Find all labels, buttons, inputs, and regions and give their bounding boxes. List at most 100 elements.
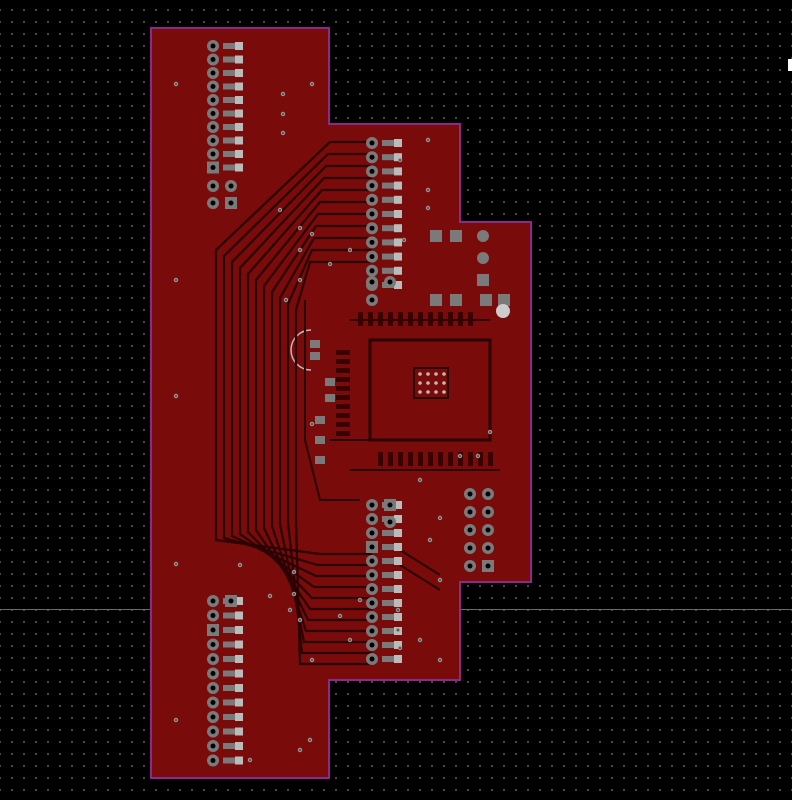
resistor-pad[interactable] (382, 600, 400, 606)
smd-pad[interactable] (310, 340, 320, 348)
resistor-pad[interactable] (382, 154, 400, 161)
smd-pad[interactable] (235, 669, 243, 678)
ic-pin[interactable] (336, 431, 350, 436)
resistor-pad[interactable] (382, 140, 400, 146)
smd-pad[interactable] (235, 655, 243, 663)
ic-pin[interactable] (336, 386, 350, 391)
ic-pin[interactable] (448, 312, 453, 326)
smd-pad[interactable] (450, 230, 462, 242)
ic-pin[interactable] (438, 312, 443, 326)
ic-pin[interactable] (408, 452, 413, 466)
smd-pad[interactable] (498, 294, 510, 306)
ic-thermal-pad[interactable] (413, 367, 449, 399)
smd-pad[interactable] (394, 153, 402, 162)
resistor-pad[interactable] (382, 211, 400, 217)
smd-pad[interactable] (480, 294, 492, 306)
ic-pin[interactable] (336, 395, 350, 400)
smd-pad[interactable] (235, 163, 243, 172)
signal-trace[interactable] (230, 164, 372, 578)
resistor-pad[interactable] (382, 614, 400, 620)
resistor-pad[interactable] (382, 586, 400, 592)
smd-pad[interactable] (394, 613, 402, 621)
resistor-pad[interactable] (223, 728, 241, 735)
resistor-pad[interactable] (223, 699, 241, 706)
resistor-pad[interactable] (223, 743, 241, 749)
ic-pin[interactable] (358, 312, 363, 326)
ic-pin[interactable] (468, 452, 473, 466)
smd-pad[interactable] (394, 266, 402, 275)
ic-pin[interactable] (438, 452, 443, 466)
signal-trace[interactable] (270, 224, 372, 633)
resistor-pad[interactable] (223, 43, 241, 49)
signal-trace[interactable] (254, 200, 372, 611)
smd-pad[interactable] (450, 294, 462, 306)
signal-trace[interactable] (238, 176, 372, 589)
smd-pad[interactable] (394, 501, 402, 509)
smd-pad[interactable] (394, 585, 402, 593)
smd-pad[interactable] (325, 378, 335, 386)
smd-pad[interactable] (394, 281, 402, 289)
resistor-pad[interactable] (382, 642, 400, 648)
smd-pad[interactable] (235, 109, 243, 118)
smd-pad[interactable] (235, 727, 243, 736)
smd-pad[interactable] (235, 756, 243, 765)
resistor-pad[interactable] (382, 182, 400, 189)
header-pin[interactable] (477, 252, 489, 264)
resistor-pad[interactable] (223, 137, 241, 144)
resistor-pad[interactable] (382, 225, 400, 232)
resistor-pad[interactable] (223, 641, 241, 648)
ic-pin[interactable] (336, 413, 350, 418)
ic-pin[interactable] (458, 312, 463, 326)
smd-pad[interactable] (235, 55, 243, 64)
smd-pad[interactable] (315, 436, 325, 444)
smd-pad[interactable] (235, 42, 243, 50)
resistor-pad[interactable] (223, 56, 241, 63)
ic-pin[interactable] (448, 452, 453, 466)
smd-pad[interactable] (394, 641, 402, 649)
ic-pin[interactable] (468, 312, 473, 326)
smd-pad[interactable] (394, 529, 402, 537)
smd-pad[interactable] (235, 69, 243, 77)
ic-pin[interactable] (398, 452, 403, 466)
signal-trace[interactable] (214, 140, 372, 556)
smd-pad[interactable] (235, 597, 243, 605)
smd-pad[interactable] (315, 456, 325, 464)
ic-pin[interactable] (336, 404, 350, 409)
ic-pin[interactable] (378, 312, 383, 326)
smd-pad[interactable] (235, 742, 243, 750)
resistor-pad[interactable] (223, 714, 241, 720)
resistor-pad[interactable] (382, 572, 400, 578)
smd-pad[interactable] (235, 611, 243, 620)
smd-pad[interactable] (325, 394, 335, 402)
resistor-pad[interactable] (382, 196, 400, 203)
smd-pad[interactable] (235, 626, 243, 634)
ic-pin[interactable] (388, 312, 393, 326)
ic-pin[interactable] (378, 452, 383, 466)
ic-pin[interactable] (418, 312, 423, 326)
smd-pad[interactable] (235, 82, 243, 91)
smd-pad[interactable] (235, 698, 243, 707)
ic-pin[interactable] (428, 312, 433, 326)
smd-pad[interactable] (394, 167, 402, 176)
resistor-pad[interactable] (223, 83, 241, 90)
signal-trace[interactable] (262, 212, 372, 622)
smd-pad[interactable] (310, 352, 320, 360)
smd-pad[interactable] (394, 655, 402, 663)
smd-pad[interactable] (394, 224, 402, 233)
capacitor-outline[interactable] (290, 329, 312, 371)
signal-trace[interactable] (304, 300, 350, 501)
resistor-pad[interactable] (382, 253, 400, 260)
resistor-pad[interactable] (223, 97, 241, 103)
smd-pad[interactable] (394, 515, 402, 523)
signal-trace[interactable] (294, 260, 372, 666)
smd-pad[interactable] (394, 252, 402, 261)
board-outline[interactable] (150, 27, 532, 779)
smd-pad[interactable] (235, 123, 243, 131)
resistor-pad[interactable] (223, 627, 241, 633)
smd-pad[interactable] (235, 136, 243, 145)
smd-pad[interactable] (235, 640, 243, 649)
resistor-pad[interactable] (223, 612, 241, 619)
smd-pad[interactable] (394, 571, 402, 579)
